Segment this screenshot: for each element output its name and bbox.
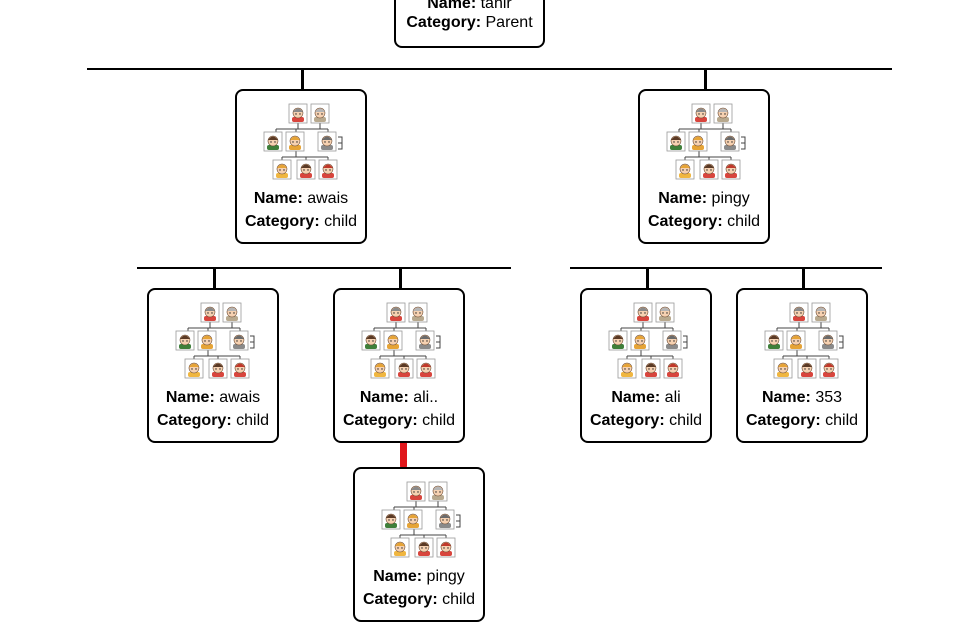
- category-label: Category:: [342, 412, 418, 429]
- category-label: Category:: [244, 213, 320, 230]
- node-category: child: [442, 591, 476, 608]
- node-pingy[interactable]: Name: pingy Category: child: [638, 89, 770, 244]
- name-label: Name:: [373, 568, 423, 585]
- family-tree-icon: [764, 302, 844, 379]
- node-category: child: [236, 412, 270, 429]
- node-name: 353: [815, 389, 843, 406]
- node-pingy-child[interactable]: Name: pingy Category: child: [353, 467, 485, 622]
- node-category: child: [422, 412, 456, 429]
- connector-pingy: [704, 68, 707, 89]
- node-name: ali: [664, 389, 681, 406]
- node-root[interactable]: Name: tahir Category: Parent: [394, 0, 545, 48]
- family-tree-icon: [263, 103, 343, 180]
- family-tree-icon: [361, 302, 441, 379]
- node-category: child: [324, 213, 358, 230]
- family-tree-icon: [175, 302, 255, 379]
- family-tree-icon: [582, 298, 710, 382]
- node-category: child: [669, 412, 703, 429]
- node-name: ali..: [413, 389, 439, 406]
- name-label: Name:: [611, 389, 661, 406]
- category-label: Category:: [745, 412, 821, 429]
- name-label: Name:: [359, 389, 409, 406]
- family-tree-icon: [335, 298, 463, 382]
- connector-level1: [87, 68, 892, 70]
- node-category: child: [825, 412, 859, 429]
- highlighted-link: [400, 436, 407, 469]
- family-tree-icon: [640, 99, 768, 183]
- node-name: pingy: [711, 190, 750, 207]
- category-label: Category:: [647, 213, 723, 230]
- connector-level2-right: [570, 267, 882, 269]
- node-ali[interactable]: Name: ali Category: child: [580, 288, 712, 443]
- category-label: Category:: [156, 412, 232, 429]
- family-tree-icon: [149, 298, 277, 382]
- node-name: pingy: [426, 568, 465, 585]
- node-name: awais: [219, 389, 261, 406]
- connector-awais: [301, 68, 304, 89]
- node-category: Parent: [485, 14, 533, 31]
- node-name: tahir: [480, 0, 512, 12]
- node-category: child: [727, 213, 761, 230]
- connector-ali: [646, 267, 649, 288]
- family-tree-icon: [381, 481, 461, 558]
- name-label: Name:: [761, 389, 811, 406]
- name-label: Name:: [165, 389, 215, 406]
- family-tree-icon: [738, 298, 866, 382]
- node-ali-dots[interactable]: Name: ali.. Category: child: [333, 288, 465, 443]
- category-label: Category:: [362, 591, 438, 608]
- node-awais-child[interactable]: Name: awais Category: child: [147, 288, 279, 443]
- node-353[interactable]: Name: 353 Category: child: [736, 288, 868, 443]
- node-name: awais: [307, 190, 349, 207]
- family-tree-icon: [608, 302, 688, 379]
- category-label: Category:: [589, 412, 665, 429]
- family-tree-icon: [666, 103, 746, 180]
- family-tree-icon: [355, 477, 483, 561]
- connector-awais-child: [213, 267, 216, 288]
- connector-level2-left: [137, 267, 511, 269]
- node-awais[interactable]: Name: awais Category: child: [235, 89, 367, 244]
- name-label: Name:: [253, 190, 303, 207]
- name-label: Name:: [658, 190, 708, 207]
- category-label: Category:: [406, 14, 482, 31]
- family-tree-icon: [237, 99, 365, 183]
- connector-353: [802, 267, 805, 288]
- name-label: Name:: [427, 0, 477, 12]
- connector-ali-dots: [399, 267, 402, 288]
